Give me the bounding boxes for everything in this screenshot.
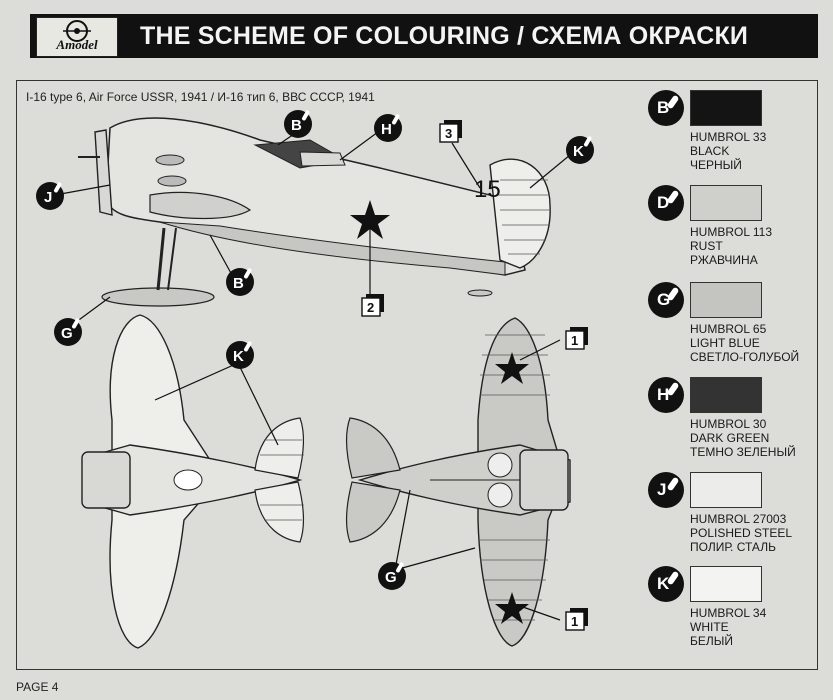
legend-letter: J [657,480,667,499]
paint-brush-icon: H [648,377,684,413]
paint-brush-icon: J [648,472,684,508]
logo-roundel-icon [63,20,91,42]
legend-letter: D [657,193,670,212]
paint-brush-icon: G [648,282,684,318]
amodel-logo: Amodel [36,17,118,57]
aircraft-subtitle: I-16 type 6, Air Force USSR, 1941 / И-16… [26,90,375,104]
svg-text:K: K [233,348,244,365]
svg-text:1: 1 [571,614,578,629]
bottom-view [345,317,571,647]
callout-k-top: K [226,341,254,369]
legend-letter: H [657,385,670,404]
svg-text:H: H [381,121,392,138]
paint-brush-icon: K [648,566,684,602]
decal-ref-3: 3 [439,120,462,143]
svg-text:K: K [573,143,584,160]
svg-text:1: 1 [571,333,578,348]
svg-text:3: 3 [445,126,452,141]
colour-swatch [690,472,762,508]
callout-h: H [374,114,402,142]
svg-text:B: B [291,117,302,134]
top-view [81,314,305,649]
legend-letter: B [657,98,670,117]
callout-b-bottom: B [226,268,254,296]
svg-text:2: 2 [367,300,374,315]
decal-ref-1-top: 1 [565,327,588,350]
callout-g-ski: G [54,318,82,346]
header-bar [30,14,818,58]
colour-swatch [690,90,762,126]
page-number: PAGE 4 [16,680,59,694]
logo-text: Amodel [56,37,98,52]
decal-ref-1-bottom: 1 [565,608,588,631]
svg-text:B: B [233,275,244,292]
colour-swatch [690,377,762,413]
side-view: 15 [78,117,551,307]
decal-ref-2: 2 [361,294,384,317]
colour-swatch [690,566,762,602]
paint-brush-icon: D [648,185,684,221]
svg-text:J: J [44,189,52,206]
callout-b-top: B [284,110,312,138]
scheme-frame [16,80,818,670]
legend-letter: K [657,574,670,593]
side-tail-ski [467,289,493,297]
leader-lines [54,129,571,621]
paint-brush-icon: B [648,90,684,126]
colour-swatch [690,282,762,318]
side-ski-left [101,287,215,307]
callout-k-side: K [566,136,594,164]
callout-j: J [36,182,64,210]
colour-swatch [690,185,762,221]
page-title: THE SCHEME OF COLOURING / СХЕМА ОКРАСКИ [140,22,749,50]
callout-g-bottom: G [378,562,406,590]
svg-text:G: G [61,325,73,342]
svg-text:G: G [385,569,397,586]
legend-letter: G [657,290,671,309]
aircraft-number: 15 [474,176,501,203]
